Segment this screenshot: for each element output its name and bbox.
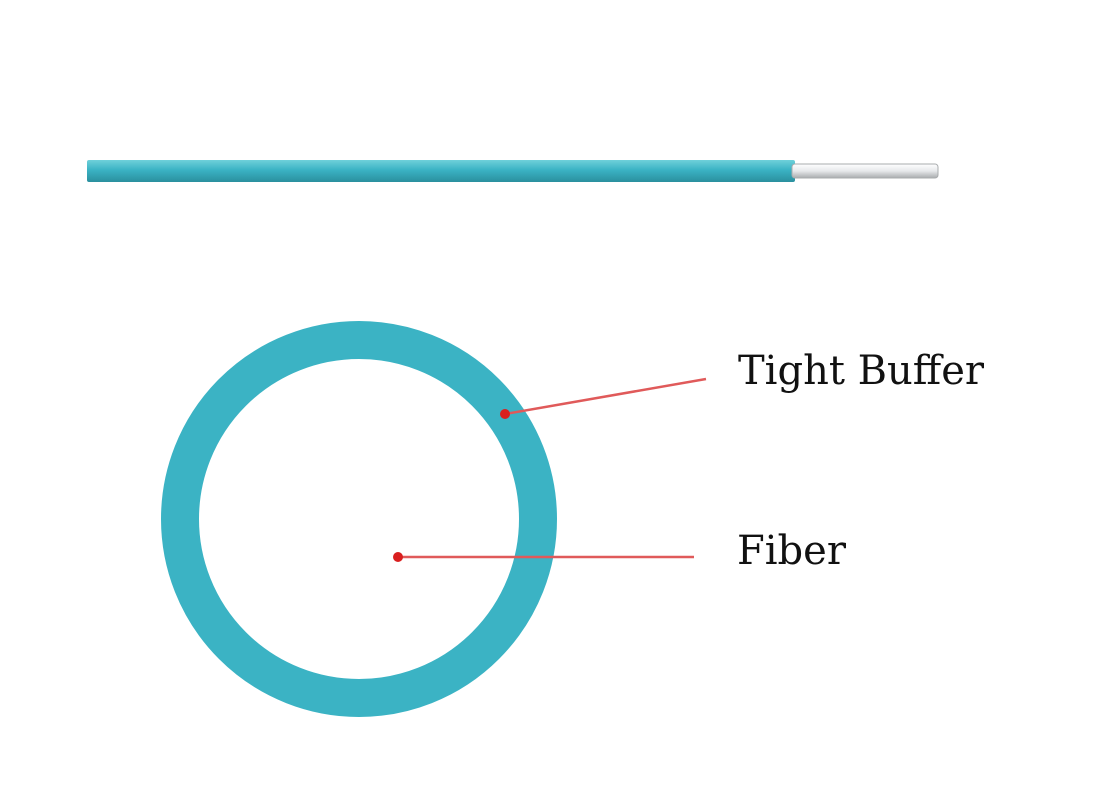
fiber-label: Fiber (737, 528, 847, 574)
stripped-fiber-end (791, 163, 939, 179)
tight-buffer-callout: Tight Buffer (500, 348, 985, 419)
tight-buffer-ring (161, 321, 557, 717)
tight-buffer-label: Tight Buffer (738, 348, 985, 394)
buffered-cable-jacket (87, 160, 795, 182)
tight-buffer-leader-dot (500, 409, 510, 419)
cable-side-view (87, 160, 939, 182)
fiber-leader-dot (393, 552, 403, 562)
fiber-callout: Fiber (393, 528, 847, 574)
cable-cross-section (161, 321, 557, 717)
tight-buffer-leader-line (504, 377, 707, 416)
